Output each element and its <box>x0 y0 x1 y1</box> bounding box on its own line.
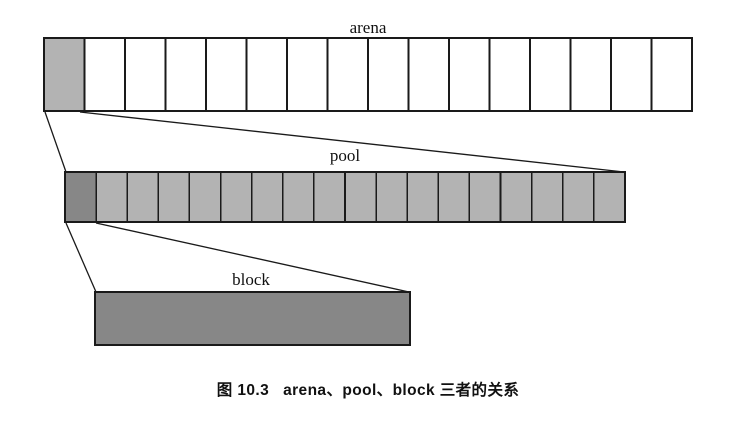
tier-arena-cell-8 <box>367 37 410 112</box>
tier-arena-cell-1 <box>83 37 126 112</box>
tier-label-block: block <box>232 270 270 289</box>
tier-pool-cell-11 <box>406 171 440 223</box>
tier-pool-cell-5 <box>219 171 253 223</box>
tier-arena-cell-0 <box>43 37 86 112</box>
tier-arena-cell-11 <box>488 37 531 112</box>
tier-pool-cell-3 <box>157 171 191 223</box>
tier-arena-cell-10 <box>448 37 491 112</box>
tier-arena-cell-15 <box>650 37 693 112</box>
tier-arena-cell-4 <box>205 37 248 112</box>
caption-number: 图 10.3 <box>216 382 270 399</box>
tier-arena-cell-14 <box>610 37 653 112</box>
tier-arena <box>42 36 694 113</box>
tier-arena-cell-7 <box>326 37 369 112</box>
connector-arena-to-pool-right <box>79 111 625 173</box>
tier-pool-cell-4 <box>188 171 222 223</box>
tier-pool-cell-2 <box>126 171 160 223</box>
tier-pool-cell-12 <box>437 171 471 223</box>
tier-block-cell-0 <box>94 291 411 346</box>
tier-pool <box>63 170 627 224</box>
tier-pool-outline <box>63 170 627 224</box>
tier-block-outline <box>93 290 412 347</box>
tier-arena-cell-3 <box>164 37 207 112</box>
connector-layer <box>44 111 625 293</box>
tier-arena-cell-6 <box>286 37 329 112</box>
figure-caption: 图 10.3 arena、pool、block 三者的关系 <box>0 378 736 400</box>
tier-arena-outline <box>42 36 694 113</box>
connector-pool-to-block-left <box>65 222 97 293</box>
tier-pool-cell-15 <box>530 171 564 223</box>
tier-arena-cell-13 <box>569 37 612 112</box>
connector-pool-to-block-right <box>95 222 410 293</box>
tier-pool-cell-16 <box>561 171 595 223</box>
tier-label-pool: pool <box>329 146 361 165</box>
tier-label-arena: arena <box>349 18 387 37</box>
tier-arena-cell-9 <box>407 37 450 112</box>
tier-pool-cell-6 <box>250 171 284 223</box>
tier-pool-cell-8 <box>313 171 346 223</box>
tier-pool-cell-9 <box>344 171 377 223</box>
caption-text: arena、pool、block 三者的关系 <box>283 382 520 399</box>
tier-layer <box>42 36 694 347</box>
tier-pool-cell-17 <box>593 171 626 223</box>
tier-pool-cell-10 <box>375 171 409 223</box>
tier-arena-cell-2 <box>124 37 167 112</box>
tier-pool-cell-14 <box>499 171 533 223</box>
connector-arena-to-pool-left <box>44 111 67 173</box>
tier-block <box>93 290 412 347</box>
tier-pool-cell-0 <box>64 171 97 223</box>
tier-arena-cell-5 <box>245 37 288 112</box>
tier-pool-cell-1 <box>95 171 129 223</box>
tier-pool-cell-7 <box>281 171 315 223</box>
tier-arena-cell-12 <box>529 37 572 112</box>
tier-pool-cell-13 <box>468 171 502 223</box>
